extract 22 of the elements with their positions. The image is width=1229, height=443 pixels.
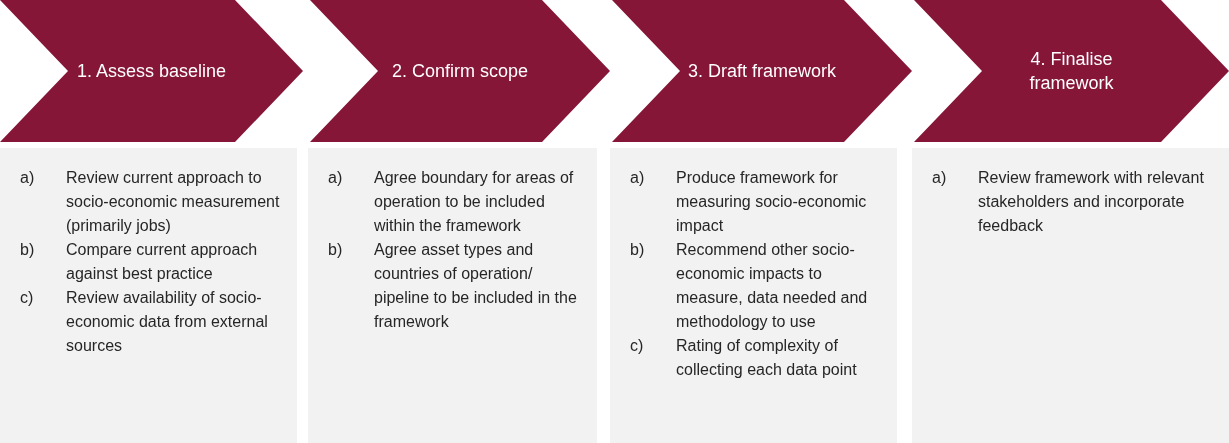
task-text: Review current approach to socio-economic measurement (primarily jobs) [66, 168, 281, 236]
list-marker: a) [932, 168, 947, 188]
task-text: Produce framework for measuring socio-economic impact [676, 168, 868, 236]
list-marker: a) [630, 168, 645, 188]
step-title: 2. Confirm scope [391, 60, 529, 83]
list-marker: b) [630, 240, 645, 260]
list-marker: b) [328, 240, 343, 260]
list-marker: b) [20, 240, 35, 260]
task-text: Rating of complexity of collecting each data point [676, 336, 858, 380]
task-text: Compare current approach against best practice [66, 240, 259, 284]
task-text: Agree boundary for areas of operation to be included within the framework [374, 168, 575, 236]
list-marker: c) [20, 288, 34, 308]
list-marker: a) [328, 168, 343, 188]
task-text: Review availability of socio-economic data from external sources [66, 288, 269, 356]
step-title: 3. Draft framework [687, 60, 836, 83]
list-marker: a) [20, 168, 35, 188]
step-title: 4. Finalise framework [1028, 48, 1115, 95]
task-text: Agree asset types and countries of operation/ pipeline to be included in the framework [374, 240, 578, 332]
task-text: Review framework with relevant stakeholders and incorporate feedback [978, 168, 1205, 236]
list-marker: c) [630, 336, 644, 356]
step-title: 1. Assess baseline [76, 60, 227, 83]
task-text: Recommend other socio-economic impacts to measure, data needed and methodology to use [676, 240, 869, 332]
